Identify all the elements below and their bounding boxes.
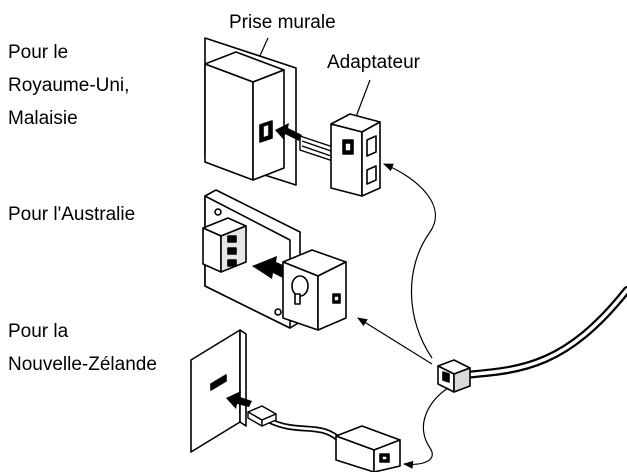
nz-adapter-icon bbox=[335, 425, 401, 472]
au-adapter-icon bbox=[282, 249, 347, 331]
nz-plug-in-arrow-icon bbox=[226, 391, 252, 409]
cable-rj11-plug-icon bbox=[437, 359, 471, 393]
label-nz-line1: Pour la bbox=[8, 321, 69, 342]
label-uk-malaysia-line2: Royaume-Uni, bbox=[8, 75, 130, 96]
pointer-arrow-to-au-adapter bbox=[357, 317, 433, 365]
label-uk-malaysia-line1: Pour le bbox=[8, 42, 69, 63]
telephone-cable-icon bbox=[461, 286, 627, 379]
nz-wall-plate-icon bbox=[190, 329, 247, 453]
label-wall-socket: Prise murale bbox=[229, 12, 336, 33]
au-plug-in-arrow-icon bbox=[252, 256, 290, 280]
label-nz-line2: Nouvelle-Zélande bbox=[8, 354, 157, 375]
nz-cable-icon bbox=[265, 417, 345, 445]
label-adapter: Adaptateur bbox=[327, 52, 420, 73]
uk-wall-socket-icon bbox=[204, 37, 297, 186]
label-australia: Pour l'Australie bbox=[8, 204, 136, 225]
adapter-icon bbox=[330, 113, 381, 197]
label-uk-malaysia-line3: Malaisie bbox=[8, 108, 78, 129]
rj11-connector-icon bbox=[247, 405, 277, 427]
au-socket-block-icon bbox=[202, 217, 247, 273]
pointer-arrow-to-nz-adapter bbox=[403, 387, 449, 469]
pointer-arrow-to-uk-adapter bbox=[383, 163, 436, 359]
uk-plug-in-arrow-icon bbox=[275, 123, 302, 141]
